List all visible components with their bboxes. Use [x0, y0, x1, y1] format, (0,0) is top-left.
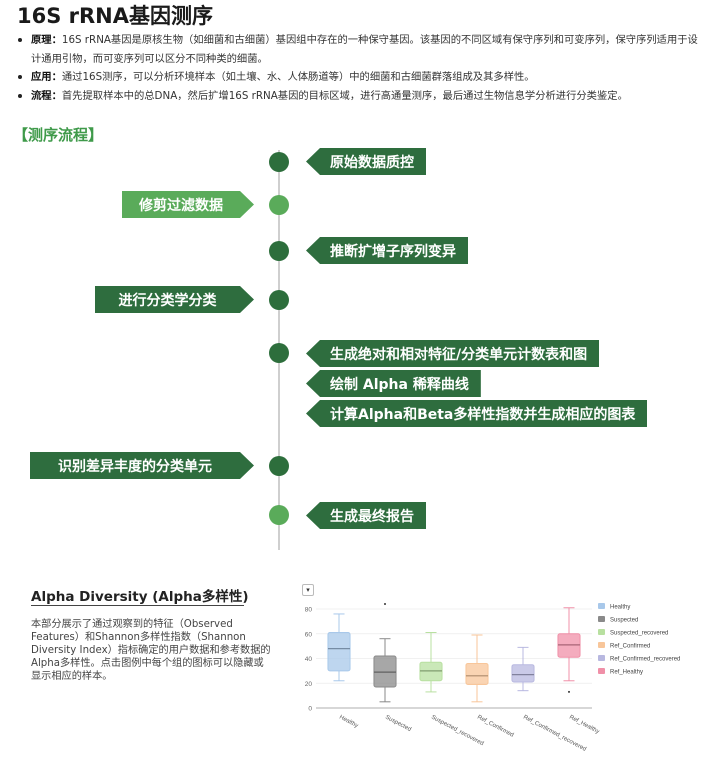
box-Ref_Healthy: [557, 633, 581, 658]
timeline-node-5: [269, 343, 289, 363]
step-alpha-rarefaction: 绘制 Alpha 稀释曲线: [306, 370, 481, 397]
step-taxonomy: 进行分类学分类: [95, 286, 254, 313]
step-differential-abundance: 识别差异丰度的分类单元: [30, 452, 254, 479]
bullet-label: 流程：: [31, 89, 62, 102]
step-trim-filter: 修剪过滤数据: [122, 191, 254, 218]
outlier-Suspected-0: [384, 603, 386, 606]
timeline-node-3: [269, 241, 289, 261]
x-tick-label-Healthy: Healthy: [338, 714, 359, 729]
workflow-section-title: 【测序流程】: [13, 126, 104, 144]
y-tick-label-2: 40: [305, 656, 313, 663]
y-tick-label-3: 60: [305, 631, 313, 638]
box-Suspected: [373, 655, 397, 688]
bullet-dot-icon: [18, 38, 22, 42]
chart-metric-dropdown[interactable]: ▾: [302, 584, 314, 596]
bullet-principle: 原理：16S rRNA基因是原核生物（如细菌和古细菌）基因组中存在的一种保守基因…: [17, 31, 707, 68]
page-title: 16S rRNA基因测序: [17, 4, 214, 28]
legend-label-Suspected: Suspected: [610, 618, 638, 624]
legend-swatch-Healthy: [598, 603, 605, 609]
bullet-application: 应用：通过16S测序，可以分析环境样本（如土壤、水、人体肠道等）中的细菌和古细菌…: [17, 68, 707, 87]
bullet-label: 应用：: [31, 71, 62, 83]
bullet-dot-icon: [18, 75, 22, 79]
box-Healthy: [327, 632, 351, 672]
legend-label-Ref_Confirmed_recovered: Ref_Confirmed_recovered: [610, 657, 680, 663]
bullet-dot-icon: [18, 93, 22, 98]
box-Suspected_recovered: [419, 661, 443, 682]
y-tick-label-4: 80: [305, 607, 313, 614]
step-infer-asv: 推断扩增子序列变异: [306, 237, 468, 264]
step-raw-data-qc: 原始数据质控: [306, 148, 426, 175]
x-tick-label-Ref_Healthy: Ref_Healthy: [568, 714, 600, 735]
bullet-label: 原理：: [31, 34, 62, 46]
legend-label-Healthy: Healthy: [610, 605, 630, 611]
bullet-text: 通过16S测序，可以分析环境样本（如土壤、水、人体肠道等）中的细菌和古细菌群落组…: [61, 71, 535, 83]
bullet-text: 首先提取样本中的总DNA，然后扩增16S rRNA基因的目标区域，进行高通量测序…: [61, 89, 628, 102]
bullet-text: 16S rRNA基因是原核生物（如细菌和古细菌）基因组中存在的一种保守基因。该基…: [31, 34, 698, 65]
step-final-report: 生成最终报告: [306, 502, 426, 529]
legend-swatch-Suspected_recovered: [598, 629, 605, 635]
timeline-node-6: [269, 456, 289, 476]
bullet-process: 流程：首先提取样本中的总DNA，然后扩增16S rRNA基因的目标区域，进行高通…: [17, 87, 707, 106]
x-tick-label-Ref_Confirmed: Ref_Confirmed: [476, 714, 514, 738]
timeline-node-4: [269, 290, 289, 310]
legend-swatch-Ref_Confirmed: [598, 642, 605, 648]
x-tick-label-Suspected: Suspected: [384, 714, 412, 733]
legend-label-Ref_Confirmed: Ref_Confirmed: [610, 644, 650, 650]
y-tick-label-0: 0: [308, 706, 312, 713]
box-Ref_Confirmed_recovered: [511, 664, 535, 683]
legend-swatch-Suspected: [598, 616, 605, 622]
alpha-diversity-description: 本部分展示了通过观察到的特征（Observed Features）和Shanno…: [31, 619, 271, 682]
intro-bullets: 原理：16S rRNA基因是原核生物（如细菌和古细菌）基因组中存在的一种保守基因…: [17, 31, 707, 105]
legend-swatch-Ref_Confirmed_recovered: [598, 655, 605, 661]
y-tick-label-1: 20: [305, 681, 313, 688]
step-count-tables: 生成绝对和相对特征/分类单元计数表和图: [306, 340, 600, 367]
timeline-node-1: [269, 152, 289, 172]
outlier-Ref_Healthy-0: [568, 690, 570, 693]
legend-swatch-Ref_Healthy: [598, 668, 605, 674]
legend-label-Suspected_recovered: Suspected_recovered: [610, 631, 668, 637]
step-alpha-beta: 计算Alpha和Beta多样性指数并生成相应的图表: [306, 400, 648, 427]
alpha-title-underline: [31, 605, 244, 606]
alpha-diversity-title: Alpha Diversity (Alpha多样性): [31, 589, 249, 605]
box-Ref_Confirmed: [465, 662, 489, 685]
legend-label-Ref_Healthy: Ref_Healthy: [610, 670, 643, 676]
timeline-node-2: [269, 195, 289, 215]
timeline-node-7: [269, 505, 289, 525]
